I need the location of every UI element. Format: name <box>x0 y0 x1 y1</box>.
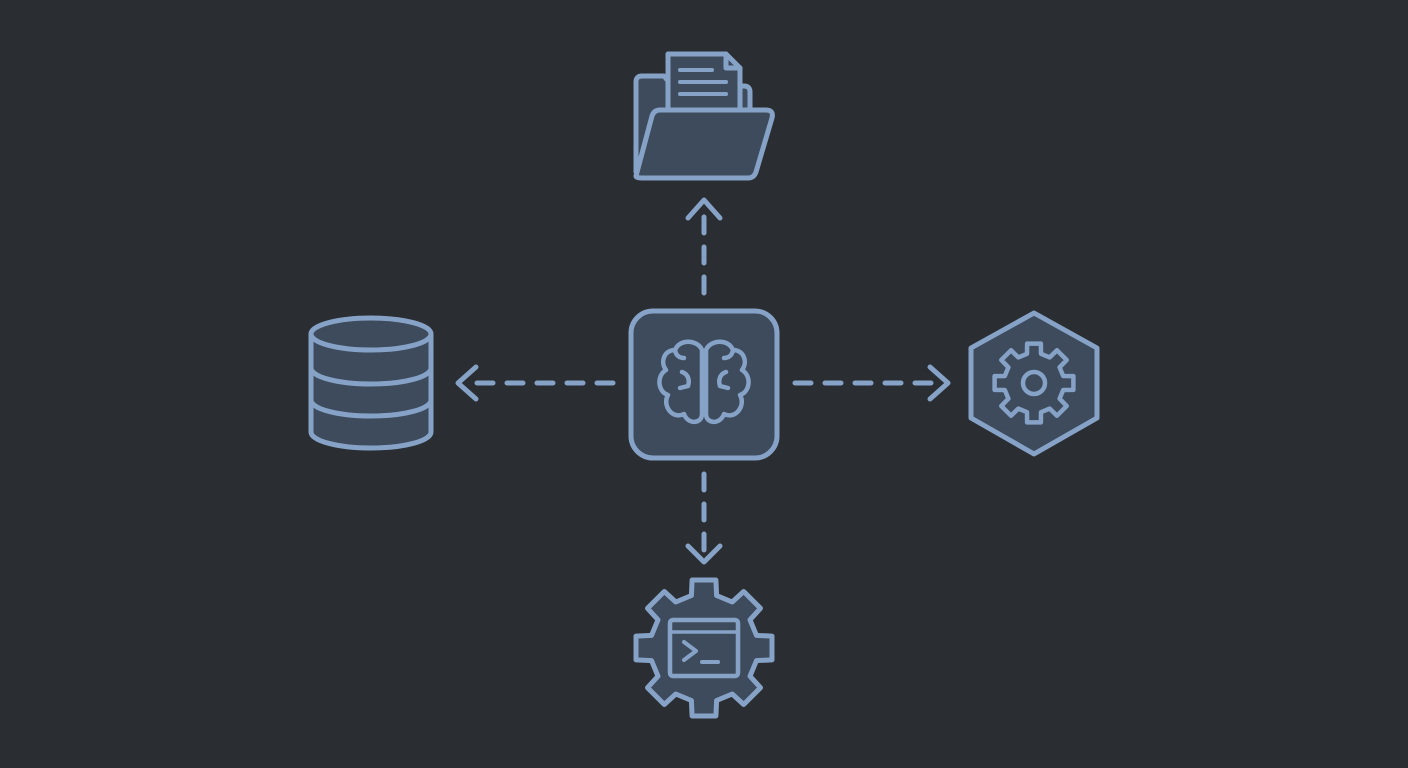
folder-icon <box>633 107 775 181</box>
folder-node[interactable] <box>633 51 775 181</box>
database-node[interactable] <box>308 315 434 451</box>
terminal-gear-node[interactable] <box>633 577 775 719</box>
gear-icon <box>633 577 775 719</box>
hexagon-node[interactable] <box>968 310 1100 457</box>
arrow-right <box>792 364 951 402</box>
terminal-icon <box>667 617 741 679</box>
hexagon-icon <box>968 310 1100 457</box>
arrow-down <box>685 471 723 565</box>
arrow-left <box>455 364 616 402</box>
brain-node[interactable] <box>628 308 780 461</box>
brain-icon <box>657 339 751 425</box>
gear-hub <box>1020 369 1048 397</box>
gear-icon <box>992 341 1076 425</box>
database-icon <box>308 315 434 451</box>
arrow-up <box>685 197 723 296</box>
